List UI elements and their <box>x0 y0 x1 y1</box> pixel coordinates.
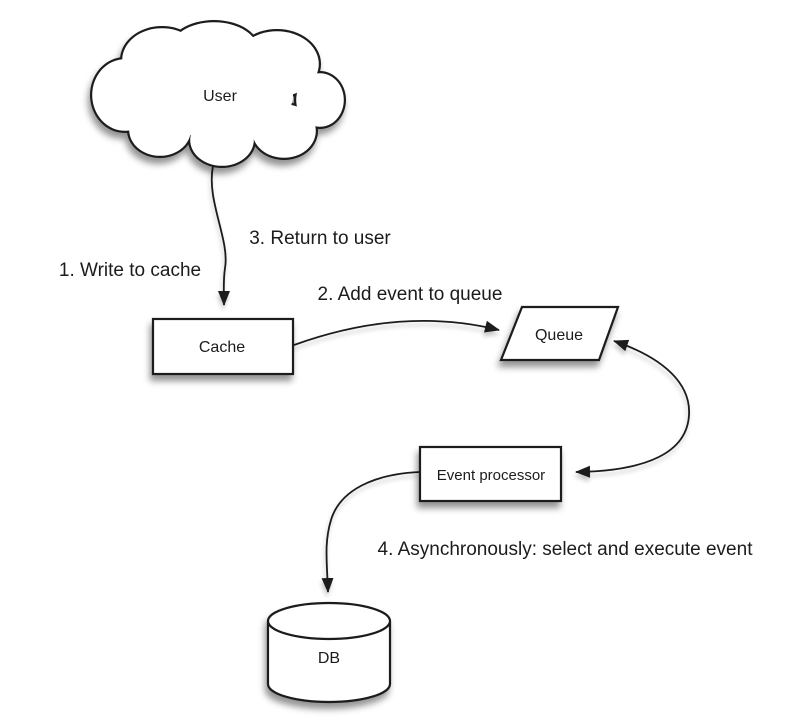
cache-node <box>151 317 295 376</box>
edge-event-processor-to-db <box>321 471 421 593</box>
user-cloud <box>90 20 346 168</box>
event-processor-node <box>418 445 563 503</box>
edges <box>210 165 690 593</box>
cache-node-label: Cache <box>199 339 245 356</box>
db-node <box>266 601 392 704</box>
edge-label-write-to-cache: 1. Write to cache <box>59 260 201 281</box>
edge-queue-event-processor <box>575 339 690 478</box>
edge-label-add-event-to-queue: 2. Add event to queue <box>318 284 503 305</box>
user-node-label: User <box>203 88 237 105</box>
event-processor-node-label: Event processor <box>437 467 545 484</box>
db-node-label: DB <box>318 650 340 667</box>
edge-label-async-select-execute: 4. Asynchronously: select and execute ev… <box>378 539 754 560</box>
queue-node <box>499 305 620 362</box>
edge-cache-to-queue <box>293 319 500 346</box>
edge-user-to-cache <box>210 165 230 306</box>
edge-label-return-to-user: 3. Return to user <box>249 228 391 249</box>
cloud-fill <box>92 22 344 166</box>
queue-node-label: Queue <box>535 327 583 344</box>
